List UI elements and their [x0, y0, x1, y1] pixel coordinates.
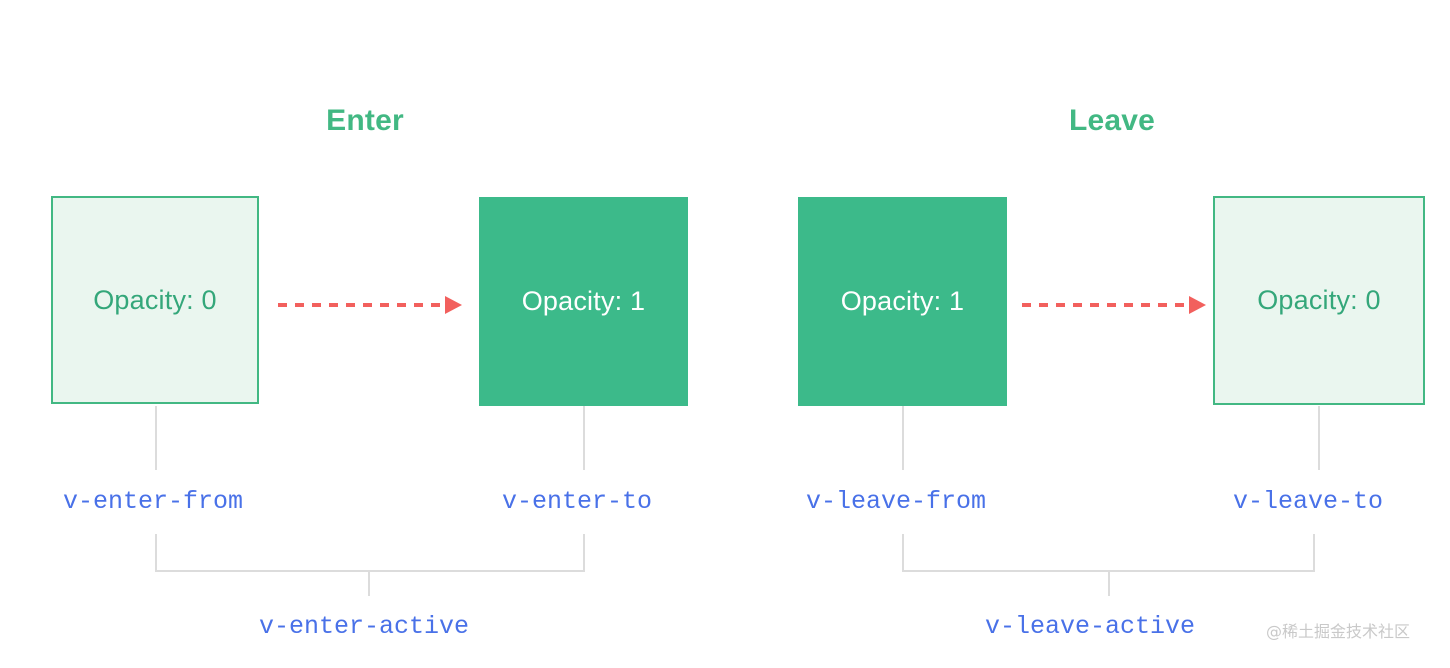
enter-from-class-label: v-enter-from [63, 487, 244, 516]
enter-to-class-label: v-enter-to [502, 487, 653, 516]
leave-transition-arrow [1022, 296, 1206, 314]
leave-arrow-head-icon [1189, 296, 1206, 314]
leave-section-heading: Leave [1068, 104, 1156, 137]
leave-from-class-label: v-leave-from [806, 487, 987, 516]
leave-from-opacity-text: Opacity: 1 [840, 286, 965, 316]
leave-arrow-dashed-line [1022, 303, 1189, 307]
enter-from-opacity-text: Opacity: 0 [93, 284, 217, 315]
leave-from-state-box: Opacity: 1 [798, 197, 1007, 406]
enter-bracket-center-stem [368, 570, 370, 596]
site-watermark: @稀土掘金技术社区 [1266, 622, 1411, 641]
leave-bracket-right-stem [1313, 534, 1315, 571]
leave-from-connector-top [902, 406, 904, 470]
enter-to-state-box: Opacity: 1 [479, 197, 688, 406]
leave-bracket-center-stem [1108, 570, 1110, 596]
leave-to-connector-top [1318, 406, 1320, 470]
leave-to-class-label: v-leave-to [1233, 487, 1384, 516]
leave-to-state-box: Opacity: 0 [1213, 196, 1425, 405]
enter-to-opacity-text: Opacity: 1 [521, 286, 646, 316]
enter-bracket-left-stem [155, 534, 157, 571]
enter-arrow-head-icon [445, 296, 462, 314]
leave-to-opacity-text: Opacity: 0 [1257, 285, 1381, 315]
enter-to-connector-top [583, 406, 585, 470]
enter-section-heading: Enter [326, 104, 404, 137]
enter-transition-arrow [278, 296, 462, 314]
enter-from-state-box: Opacity: 0 [51, 196, 259, 404]
enter-arrow-dashed-line [278, 303, 445, 307]
enter-bracket-horizontal [155, 570, 585, 572]
enter-active-class-label: v-enter-active [259, 612, 470, 641]
enter-from-connector-top [155, 406, 157, 470]
enter-bracket-right-stem [583, 534, 585, 571]
leave-bracket-left-stem [902, 534, 904, 571]
leave-active-class-label: v-leave-active [985, 612, 1196, 641]
